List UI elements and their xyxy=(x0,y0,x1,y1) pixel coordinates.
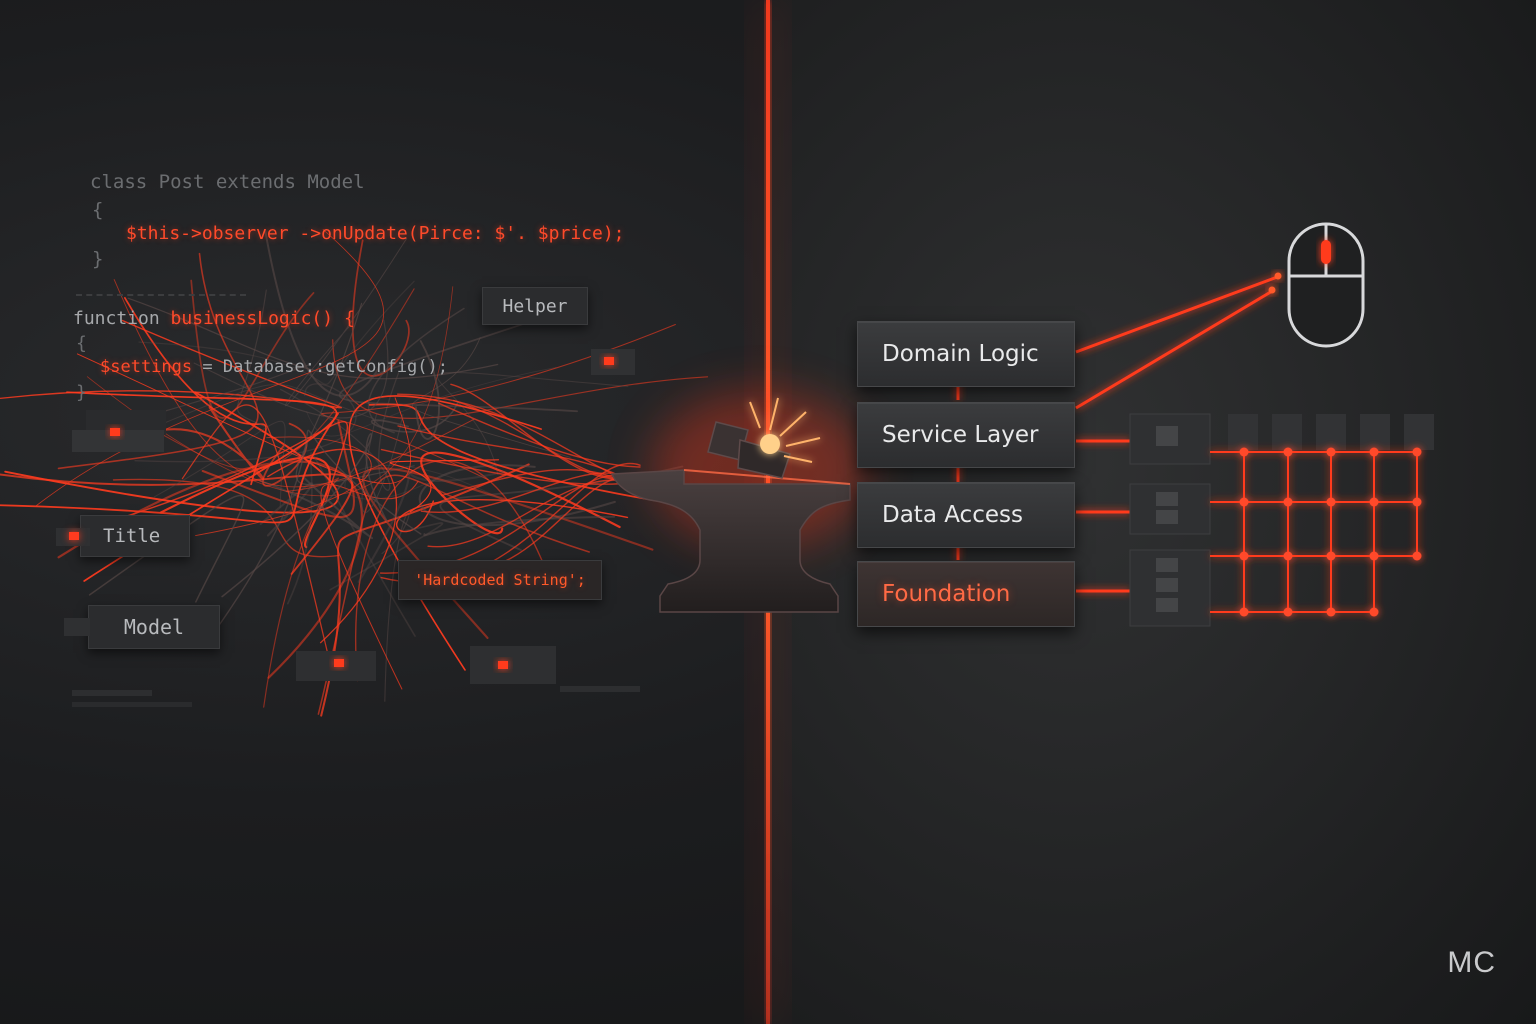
grid-node xyxy=(1326,447,1336,457)
wire-strand xyxy=(361,412,404,514)
wire-strand xyxy=(286,452,416,637)
grid-node xyxy=(1283,607,1293,617)
wire-strand xyxy=(127,383,375,439)
grid-node xyxy=(1239,497,1249,507)
model-tag: Model xyxy=(88,605,220,649)
code-separator xyxy=(76,294,246,296)
layer-foundation: Foundation xyxy=(857,561,1075,627)
wire-strand xyxy=(367,307,465,434)
wire-strand xyxy=(201,419,355,519)
wire-strand xyxy=(381,511,410,702)
grid-node xyxy=(1369,497,1379,507)
wire-strand xyxy=(236,289,267,427)
code-brace-open: { xyxy=(92,199,104,221)
wire-strand xyxy=(423,515,616,537)
title-tag-marker xyxy=(69,532,79,540)
grid-node xyxy=(1239,551,1249,561)
wire-strand xyxy=(181,404,329,656)
grid-node xyxy=(1326,551,1336,561)
wire-strand xyxy=(57,460,363,679)
code-settings-rest: = Database::getConfig(); xyxy=(192,357,448,377)
code-brace-open-2: { xyxy=(76,333,87,354)
code-settings-line: $settings = Database::getConfig(); xyxy=(100,357,448,377)
code-observer-line: $this->observer ->onUpdate(Pirce: $'. $p… xyxy=(126,223,625,244)
code-class-line: class Post extends Model xyxy=(90,171,365,193)
grid-node xyxy=(1283,497,1293,507)
wire-strand xyxy=(76,353,411,485)
wire-strand xyxy=(0,412,339,524)
wire-strand-feed xyxy=(450,383,641,480)
wire-strand-feed xyxy=(380,448,641,485)
wire-strand xyxy=(329,522,444,591)
watermark-logo: MC xyxy=(1447,946,1496,979)
wire-strand xyxy=(86,286,454,497)
wire-strand-feed xyxy=(427,479,641,548)
wire-strand xyxy=(139,364,311,419)
layer-domain-logic: Domain Logic xyxy=(857,321,1075,387)
wire-strand xyxy=(57,252,259,470)
grid-node xyxy=(1283,447,1293,457)
hardcoded-string-tag: 'Hardcoded String'; xyxy=(398,560,602,600)
wire-strand xyxy=(279,372,400,491)
wire-strand xyxy=(415,340,440,440)
layer-data-access: Data Access xyxy=(857,482,1075,548)
wire-strand xyxy=(437,371,629,476)
wire-strand xyxy=(221,433,389,598)
grid-node xyxy=(1239,447,1249,457)
wire-strand xyxy=(332,339,709,420)
left-blocks xyxy=(72,349,640,707)
code-function-keyword: function xyxy=(73,308,171,329)
wire-strand xyxy=(389,459,500,513)
wire-strand xyxy=(306,366,557,437)
helper-tag: Helper xyxy=(482,287,588,325)
tangled-wires xyxy=(0,229,709,717)
grid-node xyxy=(1412,551,1422,561)
wire-strand xyxy=(153,420,286,509)
wire-strand xyxy=(317,474,590,715)
wire-strand xyxy=(66,391,338,582)
grid-node xyxy=(1412,497,1422,507)
wire-strand xyxy=(295,302,415,486)
anvil-hammer-icon xyxy=(610,390,870,613)
wire-strand xyxy=(439,465,684,551)
grid-node xyxy=(1412,447,1422,457)
wire-strand xyxy=(113,279,475,488)
wire-strand xyxy=(396,498,629,533)
wire-strand xyxy=(355,459,552,682)
title-tag: Title xyxy=(80,515,190,557)
grid-node xyxy=(1326,497,1336,507)
grid-node xyxy=(1369,607,1379,617)
code-brace-close: } xyxy=(92,248,104,270)
wire-strand xyxy=(134,383,357,463)
wire-strand xyxy=(352,239,410,377)
grid-node xyxy=(1239,607,1249,617)
layer-service-layer: Service Layer xyxy=(857,402,1075,468)
wire-strand xyxy=(4,391,340,514)
grid-node xyxy=(1283,551,1293,561)
wire-strand xyxy=(357,470,504,583)
code-function-name: businessLogic() { xyxy=(170,308,355,329)
grid-node xyxy=(1369,551,1379,561)
grid-node xyxy=(1326,607,1336,617)
wire-strand xyxy=(193,319,389,419)
code-settings-var: $settings xyxy=(100,357,193,377)
model-tag-bracket xyxy=(64,618,90,636)
wire-strand xyxy=(267,448,398,644)
wire-strand xyxy=(125,406,265,480)
wire-strand xyxy=(320,324,676,481)
code-brace-close-2: } xyxy=(76,382,87,403)
grid-node xyxy=(1369,447,1379,457)
wire-strand xyxy=(264,229,381,397)
wire-strand xyxy=(263,477,340,708)
module-grid-lines xyxy=(1210,447,1422,617)
mouse-icon xyxy=(1268,222,1365,348)
wire-strand xyxy=(218,429,422,627)
code-function-line: function businessLogic() { xyxy=(73,308,355,329)
module-grid xyxy=(1129,413,1434,627)
wire-strand xyxy=(138,280,415,385)
wire-strand xyxy=(0,473,354,575)
wire-strand xyxy=(420,451,621,535)
